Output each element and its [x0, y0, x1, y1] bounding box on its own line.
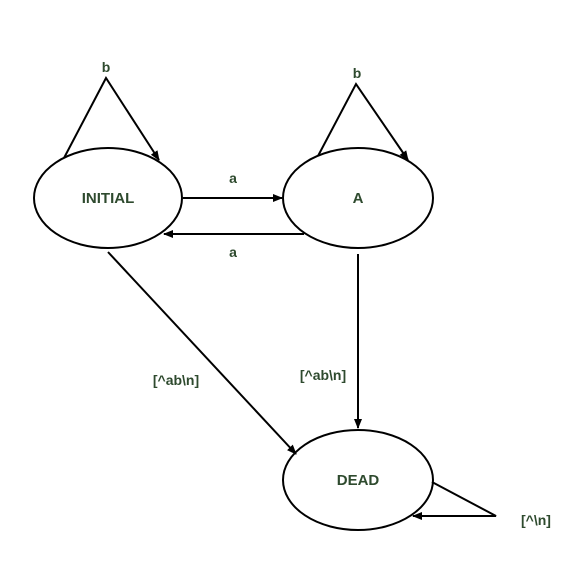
edge-a-self-loop-label: b — [353, 65, 362, 81]
state-initial-shape — [33, 147, 183, 249]
state-dead: DEAD — [282, 429, 434, 531]
edge-a-self-loop: b — [317, 65, 409, 161]
state-a-label: A — [353, 190, 364, 207]
edge-a-to-initial-label: a — [229, 244, 237, 260]
state-initial-label: INITIAL — [82, 190, 135, 207]
state-initial: INITIAL — [33, 147, 183, 249]
edge-dead-self-loop: [^\n] — [412, 481, 551, 528]
edge-a-to-dead: [^ab\n] — [300, 254, 362, 429]
edge-a-to-initial: a — [163, 230, 304, 260]
edge-initial-self-loop-line — [63, 76, 160, 161]
edge-initial-to-a-label: a — [229, 170, 237, 186]
state-a: A — [282, 147, 434, 249]
edge-initial-to-dead-label: [^ab\n] — [153, 372, 199, 388]
edge-a-to-dead-label: [^ab\n] — [300, 367, 346, 383]
edge-dead-self-loop-label: [^\n] — [521, 512, 551, 528]
edge-initial-to-dead-line — [107, 251, 297, 455]
state-dead-label: DEAD — [337, 472, 380, 489]
edge-initial-self-loop-label: b — [102, 59, 111, 75]
state-dead-shape — [282, 429, 434, 531]
edge-initial-self-loop: b — [63, 59, 160, 161]
edge-initial-to-a: a — [183, 170, 283, 202]
edge-initial-to-dead: [^ab\n] — [107, 251, 297, 455]
edge-a-self-loop-line — [317, 82, 409, 161]
state-a-shape — [282, 147, 434, 249]
edge-dead-self-loop-line — [412, 481, 497, 520]
